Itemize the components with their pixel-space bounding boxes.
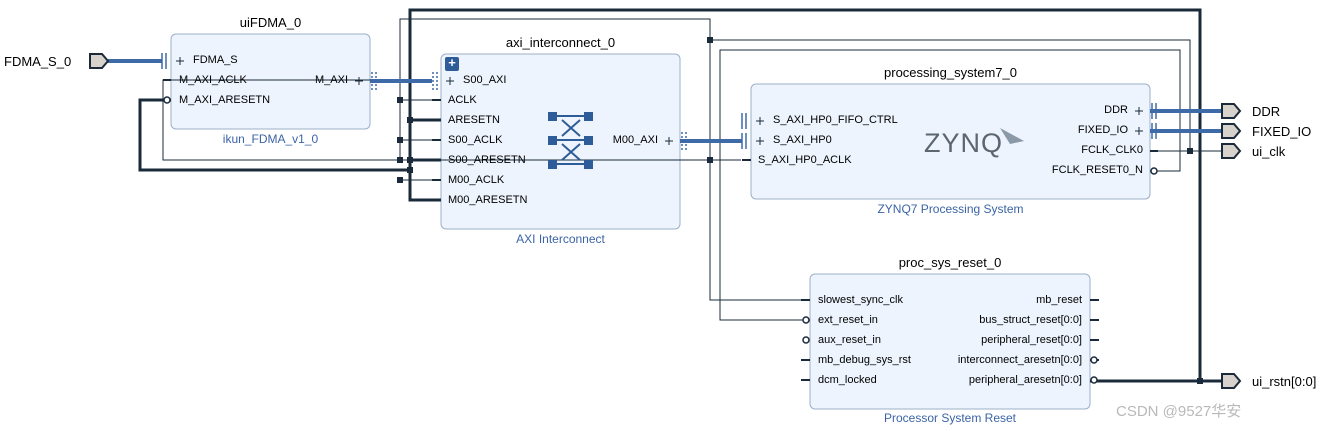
pin-fclk-clk0[interactable]: FCLK_CLK0: [1081, 144, 1143, 156]
watermark: CSDN @9527华安: [1116, 403, 1242, 420]
pin-m00-axi[interactable]: M00_AXI: [612, 134, 658, 146]
psr-instance-name: proc_sys_reset_0: [898, 255, 1002, 270]
zynq-logo: ZYNQ: [924, 128, 1004, 158]
expand-button[interactable]: [445, 57, 459, 71]
pin-aux-reset-in[interactable]: aux_reset_in: [818, 334, 881, 346]
axi-interconnect-instance-name: axi_interconnect_0: [505, 35, 616, 50]
pin-fdma-s[interactable]: FDMA_S: [193, 54, 238, 66]
port-fdma-s-0[interactable]: FDMA_S_0: [4, 54, 72, 69]
axi-buses: [108, 59, 1222, 143]
port-ui-clk[interactable]: ui_clk: [1252, 144, 1286, 159]
axi-interconnect-type: AXI Interconnect: [516, 232, 605, 246]
ps7-type: ZYNQ7 Processing System: [877, 202, 1024, 216]
pin-peripheral-reset[interactable]: peripheral_reset[0:0]: [981, 334, 1082, 346]
port-ddr[interactable]: DDR: [1252, 104, 1281, 119]
uifdma-instance-name: uiFDMA_0: [239, 15, 302, 30]
pin-m-axi-aclk[interactable]: M_AXI_ACLK: [179, 74, 247, 86]
port-fixed-io[interactable]: FIXED_IO: [1252, 124, 1312, 139]
pin-s00-aclk[interactable]: S00_ACLK: [448, 134, 503, 146]
expand-glyph[interactable]: +: [448, 55, 456, 70]
uifdma-type: ikun_FDMA_v1_0: [222, 132, 319, 146]
inverted-pin-bubbles: [163, 96, 1158, 384]
interface-markers: [161, 53, 1157, 149]
pin-s-axi-hp0-fifo-ctrl[interactable]: S_AXI_HP0_FIFO_CTRL: [773, 114, 898, 126]
port-ui-rstn[interactable]: ui_rstn[0:0]: [1252, 374, 1317, 389]
pin-m00-aclk[interactable]: M00_ACLK: [448, 174, 505, 186]
pin-aresetn[interactable]: ARESETN: [448, 114, 500, 126]
ps7-instance-name: processing_system7_0: [884, 65, 1017, 80]
pin-mb-debug-sys-rst[interactable]: mb_debug_sys_rst: [818, 354, 911, 366]
pin-bus-struct-reset[interactable]: bus_struct_reset[0:0]: [979, 314, 1082, 326]
pin-ext-reset-in[interactable]: ext_reset_in: [818, 314, 878, 326]
pin-fixed-io[interactable]: FIXED_IO: [1077, 124, 1128, 136]
pin-s-axi-hp0-aclk[interactable]: S_AXI_HP0_ACLK: [758, 154, 852, 166]
proc-sys-reset-block[interactable]: [809, 273, 1091, 410]
pin-m00-aresetn[interactable]: M00_ARESETN: [448, 194, 528, 206]
psr-type: Processor System Reset: [883, 411, 1017, 425]
pin-s-axi-hp0[interactable]: S_AXI_HP0: [773, 134, 832, 146]
pin-stubs: [163, 79, 1158, 381]
pin-interconnect-aresetn[interactable]: interconnect_aresetn[0:0]: [957, 354, 1082, 366]
pin-m-axi-aresetn[interactable]: M_AXI_ARESETN: [179, 94, 271, 106]
pin-dcm-locked[interactable]: dcm_locked: [818, 374, 877, 386]
pin-aclk[interactable]: ACLK: [448, 94, 477, 106]
pin-ddr[interactable]: DDR: [1104, 104, 1128, 116]
dotted-bus-markers: [371, 72, 687, 150]
wire-junctions: [397, 37, 1203, 384]
zynq-logo-mark: [1000, 128, 1024, 144]
pin-m-axi[interactable]: M_AXI: [314, 74, 348, 86]
bus-plus-glyphs: [176, 57, 1143, 145]
pin-mb-reset[interactable]: mb_reset: [1036, 294, 1082, 306]
pin-fclk-reset0-n[interactable]: FCLK_RESET0_N: [1051, 164, 1143, 176]
external-port-shapes[interactable]: [89, 53, 1242, 389]
pin-s00-axi[interactable]: S00_AXI: [463, 74, 507, 86]
crossbar-icon: [548, 112, 593, 169]
pin-s00-aresetn[interactable]: S00_ARESETN: [448, 154, 526, 166]
pin-slowest-sync-clk[interactable]: slowest_sync_clk: [818, 294, 903, 306]
pin-peripheral-aresetn[interactable]: peripheral_aresetn[0:0]: [968, 374, 1082, 386]
ps7-block[interactable]: [750, 83, 1151, 200]
